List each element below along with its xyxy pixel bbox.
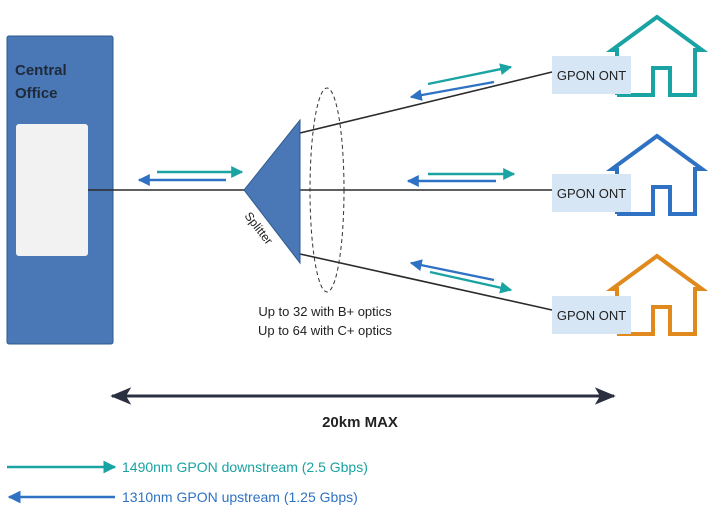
splitter-triangle	[243, 118, 301, 265]
drop1-signal-arrows	[409, 63, 513, 101]
splitter: Splitter Up to 32 with B+ optics Up to 6…	[242, 87, 393, 338]
central-office-label-line1: Central	[15, 62, 67, 79]
drop3-signal-arrows	[409, 259, 513, 294]
legend: 1490nm GPON downstream (2.5 Gbps) 1310nm…	[7, 459, 368, 505]
ont-1: GPON ONT	[552, 14, 709, 97]
drop-fiber-1	[299, 71, 553, 134]
house-icon	[605, 14, 709, 97]
ont-label: GPON ONT	[557, 68, 626, 83]
downstream-arrow	[427, 63, 513, 86]
upstream-arrow	[409, 259, 495, 282]
splitter-capacity-line1: Up to 32 with B+ optics	[258, 304, 392, 319]
ont-3: GPON ONT	[552, 253, 709, 336]
ont-label: GPON ONT	[557, 186, 626, 201]
ont-label: GPON ONT	[557, 308, 626, 323]
splitter-capacity-line2: Up to 64 with C+ optics	[258, 323, 393, 338]
split-group-ellipse	[309, 87, 345, 293]
house-icon	[605, 133, 709, 216]
upstream-arrow	[409, 80, 495, 101]
drop-fiber-3	[299, 253, 553, 311]
distance-label: 20km MAX	[322, 414, 398, 431]
ont-box	[552, 56, 631, 94]
house-icon	[605, 253, 709, 336]
legend-downstream-label: 1490nm GPON downstream (2.5 Gbps)	[122, 459, 368, 475]
fiber-lines	[88, 71, 553, 311]
ont-box	[552, 296, 631, 334]
central-office: Central Office	[6, 35, 114, 345]
legend-upstream-label: 1310nm GPON upstream (1.25 Gbps)	[122, 489, 358, 505]
feeder-signal-arrows	[137, 166, 244, 186]
drop2-signal-arrows	[406, 168, 516, 187]
ont-2: GPON ONT	[552, 133, 709, 216]
downstream-arrow	[429, 270, 513, 294]
distance-indicator: 20km MAX	[110, 387, 616, 431]
ont-box	[552, 174, 631, 212]
olt-panel	[16, 124, 88, 256]
central-office-label-line2: Office	[15, 85, 58, 102]
